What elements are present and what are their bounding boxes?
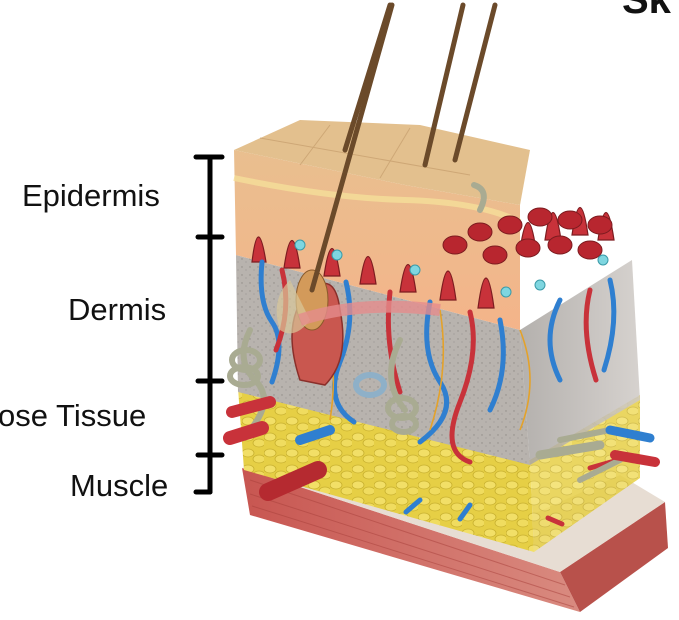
- scale-bar: [196, 157, 222, 492]
